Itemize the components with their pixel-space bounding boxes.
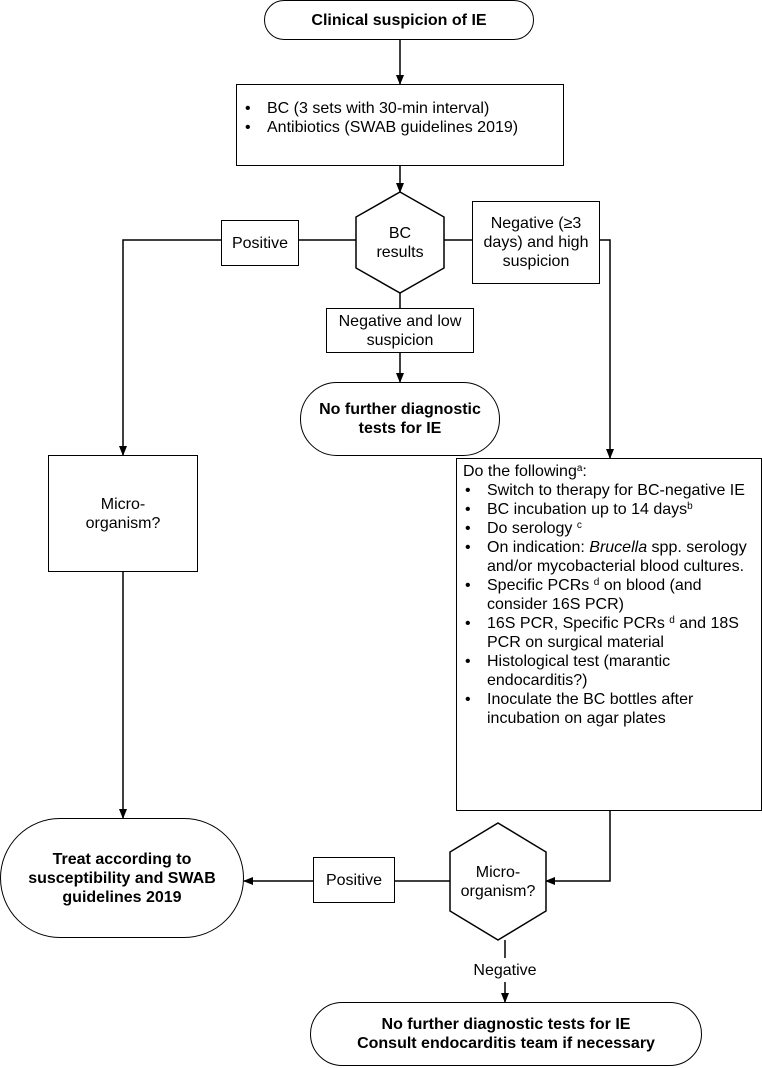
no-further-tests-text: No further diagnostic tests for IE: [319, 401, 481, 437]
final-node: No further diagnostic tests for IE Consu…: [310, 1002, 702, 1066]
do-following-item: BC incubation up to 14 daysb: [463, 500, 755, 519]
treat-text: Treat according to susceptibility and SW…: [28, 850, 216, 906]
footnote-a: a: [576, 463, 583, 474]
arrow-do-following-to-micro-right: [545, 811, 611, 885]
do-following-item: Histological test (marantic endocarditis…: [463, 652, 755, 690]
do-following-item: 16S PCR, Specific PCRs d and 18S PCR on …: [463, 614, 755, 652]
footnote-c: c: [576, 520, 582, 531]
positive-left-label: Positive: [221, 220, 299, 266]
initial-actions-box: BC (3 sets with 30-min interval) Antibio…: [236, 84, 564, 166]
do-following-item: Do serology c: [463, 519, 755, 538]
start-node-text: Clinical suspicion of IE: [311, 11, 487, 29]
positive-bottom-label: Positive: [313, 857, 395, 903]
micro-organism-left-box: Micro-organism?: [48, 455, 198, 572]
brucella-italic: Brucella: [589, 539, 648, 556]
micro-organism-right-decision: Micro-organism?: [449, 822, 547, 941]
footnote-d: d: [593, 577, 600, 588]
do-following-item: Specific PCRs d on blood (and consider 1…: [463, 576, 755, 614]
final-line-1: No further diagnostic tests for IE: [381, 1016, 631, 1033]
bc-results-decision: BC results: [355, 191, 445, 294]
negative-bottom-label: Negative: [462, 958, 548, 982]
footnote-d: d: [669, 615, 675, 626]
negative-bottom-text: Negative: [473, 961, 537, 979]
negative-high-suspicion-text: Negative (≥3 days) and high suspicion: [483, 215, 589, 270]
bc-results-text: BC results: [376, 224, 424, 261]
negative-low-suspicion-label: Negative and low suspicion: [326, 308, 474, 353]
final-line-2: Consult endocarditis team if necessary: [357, 1035, 655, 1052]
micro-organism-left-text: Micro-organism?: [85, 495, 161, 532]
treat-node: Treat according to susceptibility and SW…: [0, 818, 244, 938]
initial-actions-list: BC (3 sets with 30-min interval) Antibio…: [237, 85, 563, 165]
positive-bottom-text: Positive: [325, 871, 383, 889]
start-node: Clinical suspicion of IE: [264, 0, 534, 40]
negative-high-suspicion-label: Negative (≥3 days) and high suspicion: [472, 201, 600, 284]
footnote-b: b: [687, 501, 693, 512]
do-following-heading: Do the followinga:: [463, 463, 587, 480]
negative-low-suspicion-text: Negative and low suspicion: [338, 312, 462, 349]
positive-left-text: Positive: [231, 234, 289, 252]
no-further-tests-node: No further diagnostic tests for IE: [300, 382, 500, 456]
do-following-item: Switch to therapy for BC-negative IE: [463, 481, 755, 500]
initial-action-item: Antibiotics (SWAB guidelines 2019): [243, 118, 553, 137]
do-following-list: Switch to therapy for BC-negative IE BC …: [463, 481, 755, 728]
micro-organism-right-text: Micro-organism?: [460, 863, 536, 900]
do-following-box: Do the followinga: Switch to therapy for…: [456, 458, 762, 811]
initial-action-item: BC (3 sets with 30-min interval): [243, 99, 553, 118]
do-following-item: On indication: Brucella spp. serology an…: [463, 538, 755, 576]
do-following-item: Inoculate the BC bottles after incubatio…: [463, 690, 755, 728]
